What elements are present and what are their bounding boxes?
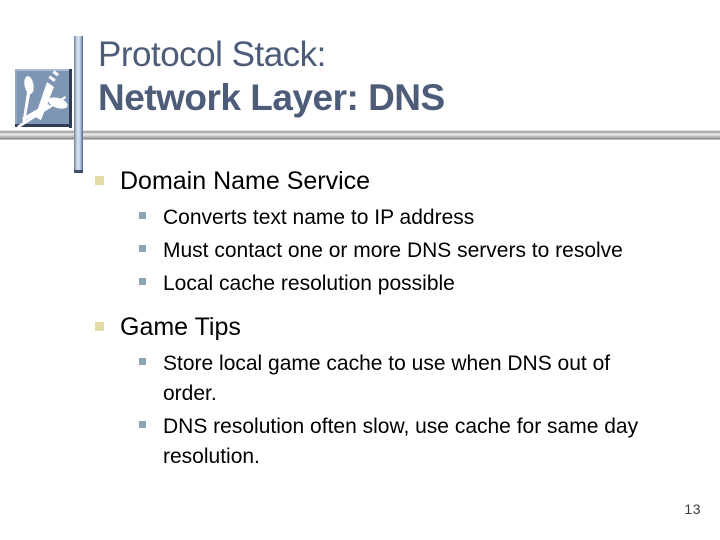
bullet-item-level1: Domain Name Service xyxy=(95,166,707,197)
bullet-item-level2: Converts text name to IP address xyxy=(139,203,707,233)
bullet-text: Converts text name to IP address xyxy=(163,206,475,229)
level2-bullet-icon xyxy=(139,421,146,428)
level2-bullet-icon xyxy=(139,212,146,219)
darts-logo-icon xyxy=(15,69,73,128)
level1-bullet-icon xyxy=(95,176,104,185)
level2-bullet-icon xyxy=(139,245,146,252)
bullet-text: Local cache resolution possible xyxy=(163,272,455,295)
level2-bullet-icon xyxy=(139,278,146,285)
level2-bullet-icon xyxy=(139,358,146,365)
bullet-text: Must contact one or more DNS servers to … xyxy=(163,239,623,262)
bullet-item-level2: Store local game cache to use when DNS o… xyxy=(139,349,707,409)
bullet-text: Store local game cache to use when DNS o… xyxy=(163,352,611,405)
level1-bullet-icon xyxy=(95,322,104,331)
bullet-item-level2: Must contact one or more DNS servers to … xyxy=(139,236,707,266)
darts-logo-svg xyxy=(15,69,72,128)
vertical-accent-bar xyxy=(74,36,83,173)
bullet-item-level2: Local cache resolution possible xyxy=(139,269,707,299)
section-title: Domain Name Service xyxy=(120,167,371,195)
slide-title-line1: Protocol Stack: xyxy=(98,35,326,74)
bullet-text: DNS resolution often slow, use cache for… xyxy=(163,415,639,468)
slide-body: Domain Name Service Converts text name t… xyxy=(95,166,707,472)
bullet-item-level2: DNS resolution often slow, use cache for… xyxy=(139,412,707,472)
page-number: 13 xyxy=(684,501,701,517)
section-title: Game Tips xyxy=(120,313,241,341)
slide-title-line2: Network Layer: DNS xyxy=(98,77,445,118)
horizontal-divider-bar xyxy=(0,130,720,140)
title-block: Protocol Stack: Network Layer: DNS xyxy=(98,34,445,120)
bullet-item-level1: Game Tips xyxy=(95,312,707,343)
